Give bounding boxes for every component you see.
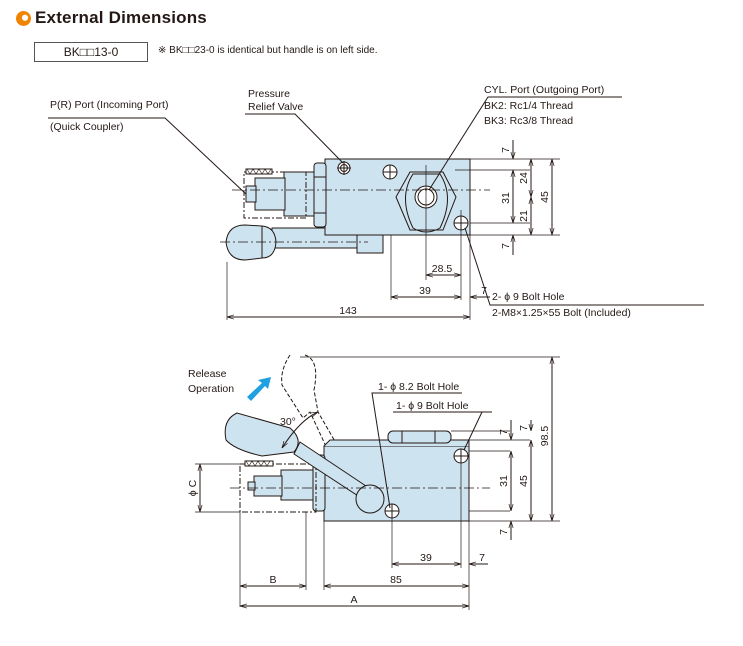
handle-side [224, 412, 385, 514]
cyl-bk2-label: BK2: Rc1/4 Thread [484, 100, 573, 112]
cyl-bk3-label: BK3: Rc3/8 Thread [484, 115, 573, 127]
top-view-labels: P(R) Port (Incoming Port) (Quick Coupler… [50, 84, 631, 319]
dim-85: 85 [390, 574, 402, 586]
dim-28-5: 28.5 [432, 263, 453, 275]
bolt-hole-label: 2- ϕ 9 Bolt Hole [492, 291, 565, 303]
dim-24: 24 [518, 172, 530, 184]
release-label-2: Operation [188, 383, 234, 395]
dim-31-top: 31 [500, 192, 512, 204]
relief-label-1: Pressure [248, 88, 290, 100]
dim-45-side: 45 [518, 475, 530, 487]
dim-7-top-v1: 7 [500, 147, 512, 153]
dim-7-top-h: 7 [481, 285, 487, 297]
model-note: ※ BK□□23-0 is identical but handle is on… [158, 45, 378, 56]
p-port-label: P(R) Port (Incoming Port) [50, 99, 168, 111]
dim-39-top: 39 [419, 285, 431, 297]
bolt-9-label: 1- ϕ 9 Bolt Hole [396, 400, 469, 412]
dim-7-side-a: 7 [498, 429, 510, 435]
model-number-box: BK□□13-0 [34, 42, 148, 62]
dim-a: A [350, 594, 357, 606]
dim-7-side-h: 7 [479, 552, 485, 564]
dim-143: 143 [339, 305, 357, 317]
dim-31-side: 31 [498, 475, 510, 487]
angle-label: 30° [280, 416, 296, 428]
dim-98-5: 98.5 [539, 426, 551, 447]
dim-45-top: 45 [539, 191, 551, 203]
section-title: External Dimensions [16, 8, 207, 28]
side-view [195, 354, 560, 610]
release-label-1: Release [188, 368, 227, 380]
quick-coupler-label: (Quick Coupler) [50, 121, 124, 133]
side-view-labels: Release Operation 30° 1- ϕ 8.2 Bolt Hole… [187, 368, 551, 606]
dim-21: 21 [518, 210, 530, 222]
bolt-82-label: 1- ϕ 8.2 Bolt Hole [378, 381, 459, 393]
cyl-port-label: CYL. Port (Outgoing Port) [484, 84, 604, 96]
dim-7-side-b: 7 [518, 425, 530, 431]
quick-coupler-top [243, 168, 315, 219]
dim-39-side: 39 [420, 552, 432, 564]
dim-7-top-v2: 7 [500, 243, 512, 249]
top-view [48, 96, 704, 320]
section-title-text: External Dimensions [35, 8, 207, 27]
dim-7-side-c: 7 [498, 529, 510, 535]
dim-b: B [269, 574, 276, 586]
phi-c-label: ϕ C [187, 479, 199, 496]
section-bullet-icon [16, 10, 31, 26]
release-arrow-icon [247, 377, 271, 401]
relief-label-2: Relief Valve [248, 101, 303, 113]
bolt-included-label: 2-M8×1.25×55 Bolt (Included) [492, 307, 631, 319]
